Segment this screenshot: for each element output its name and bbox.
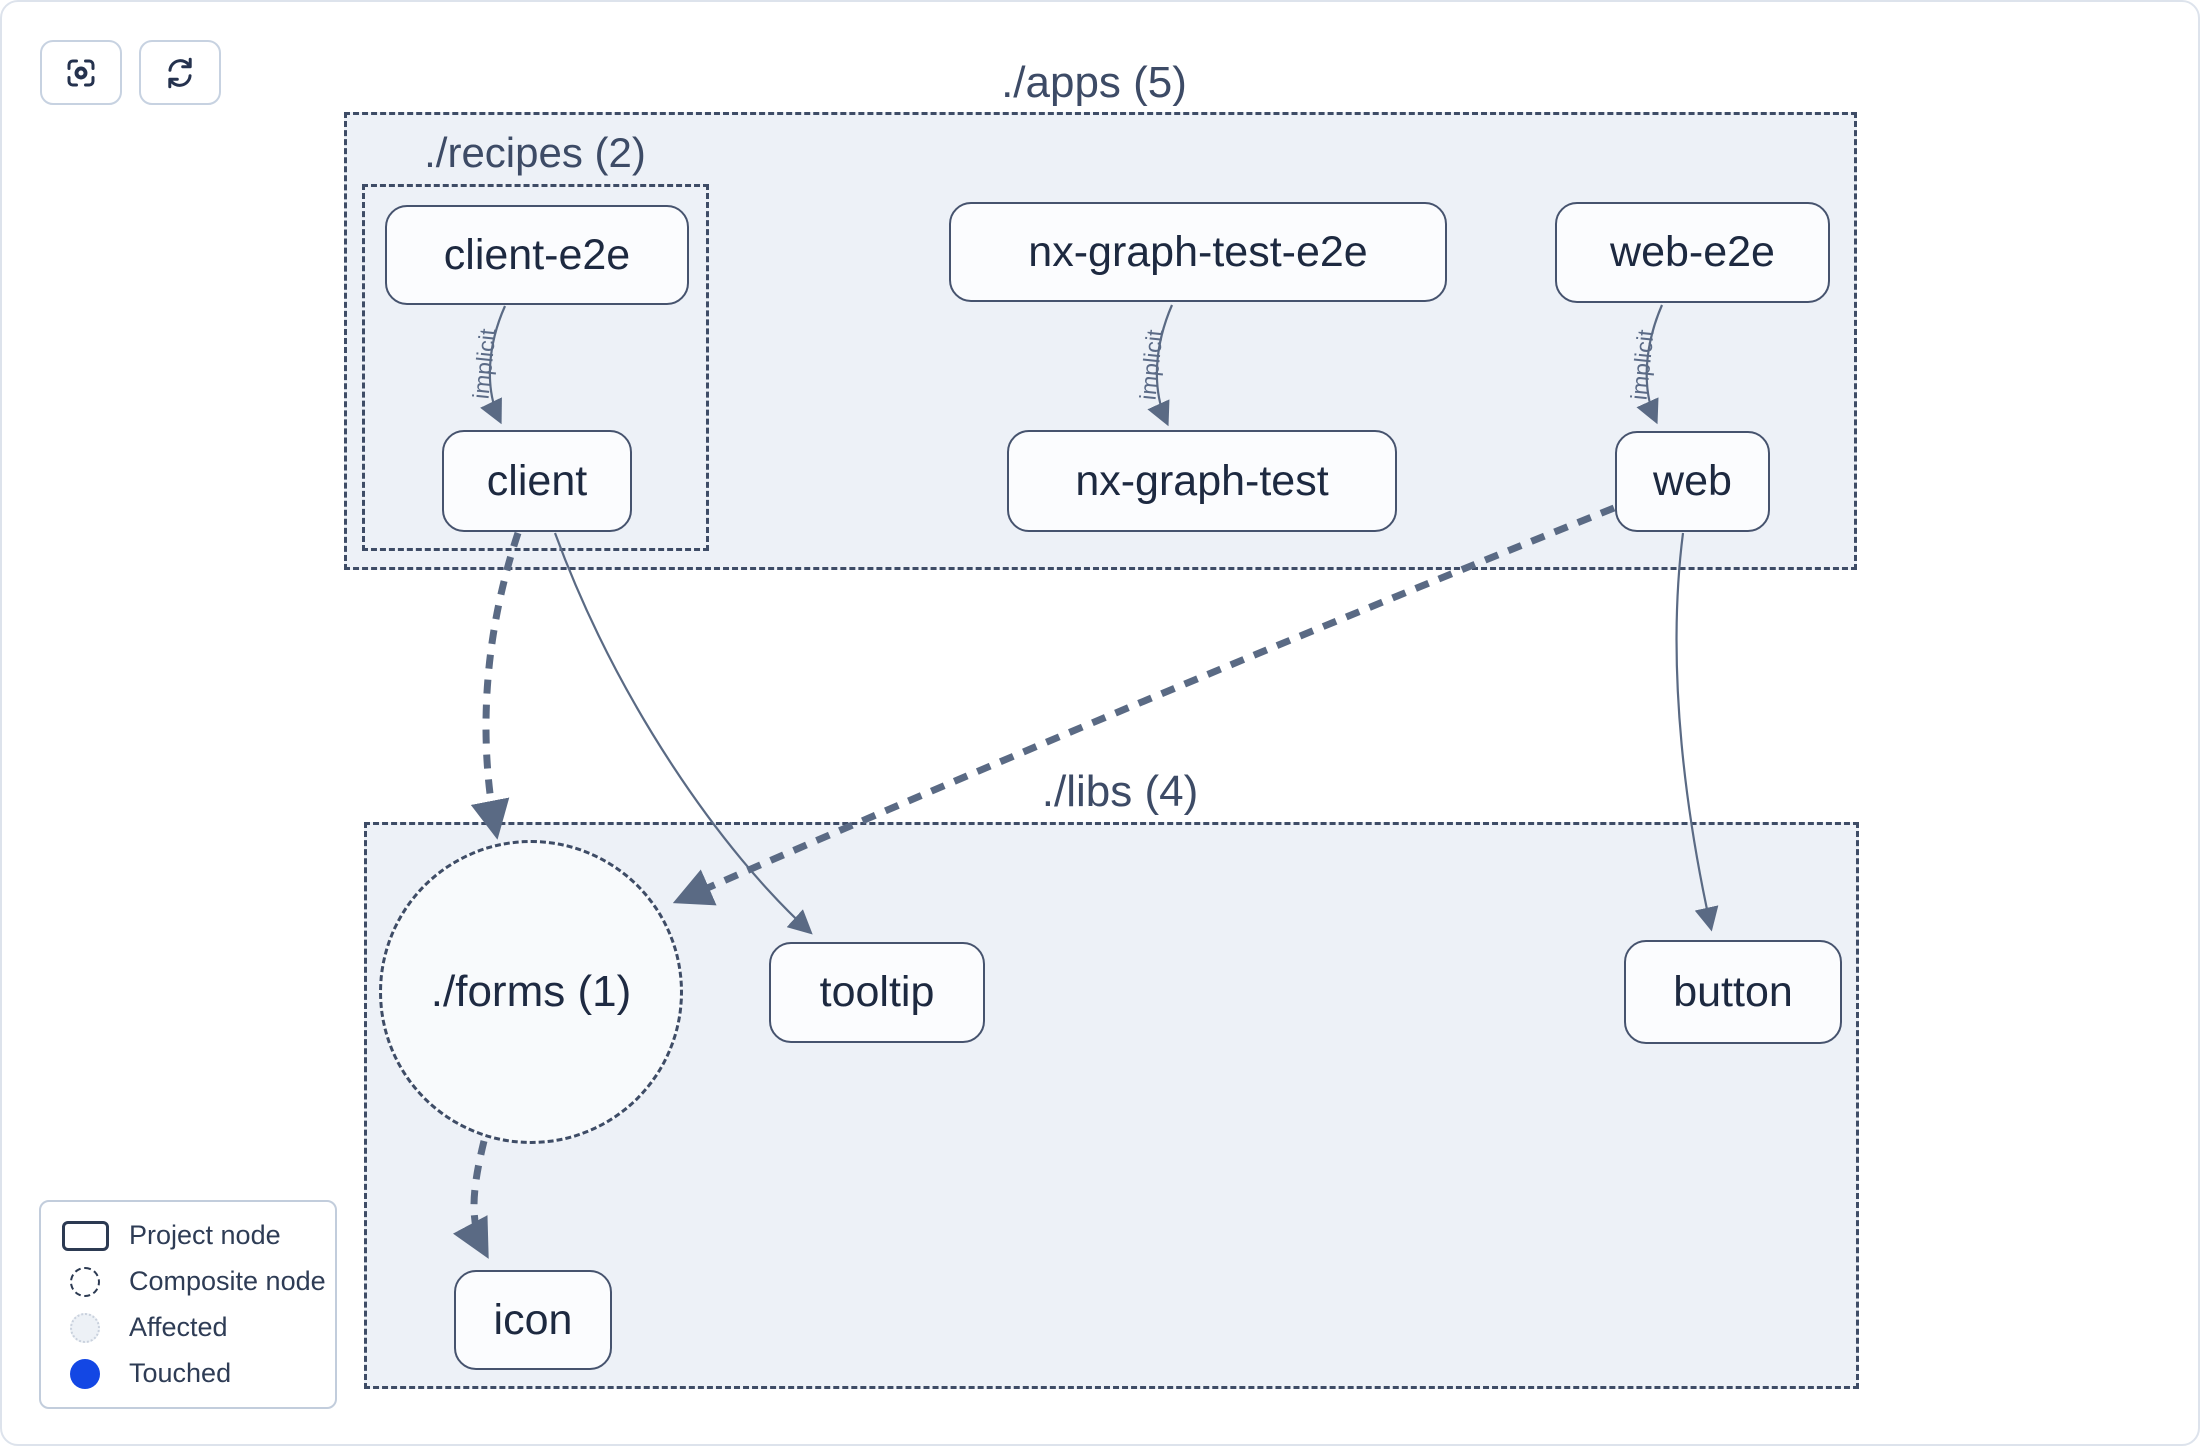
project-node-swatch-icon (61, 1220, 109, 1251)
touched-swatch-icon (70, 1358, 100, 1389)
affected-swatch-icon (70, 1312, 100, 1343)
legend-row-project-node: Project node (41, 1213, 335, 1259)
group-libs-label[interactable]: ./libs (4) (1041, 767, 1199, 816)
node-icon[interactable]: icon (454, 1270, 612, 1370)
refresh-button[interactable] (139, 40, 221, 105)
group-recipes-label[interactable]: ./recipes (2) (424, 129, 646, 176)
edge-client-to-forms (470, 531, 522, 840)
legend: Project node Composite node Affected Tou… (39, 1200, 337, 1409)
node-tooltip[interactable]: tooltip (769, 942, 985, 1043)
node-web[interactable]: web (1615, 431, 1770, 532)
focus-target-icon (63, 55, 99, 91)
node-client-e2e[interactable]: client-e2e (385, 205, 689, 305)
node-web-e2e[interactable]: web-e2e (1555, 202, 1830, 303)
group-recipes[interactable] (362, 184, 709, 551)
group-apps-label[interactable]: ./apps (5) (1001, 58, 1187, 107)
composite-node-swatch-icon (70, 1266, 100, 1297)
composite-node-forms[interactable]: ./forms (1) (379, 840, 683, 1144)
legend-label-touched: Touched (129, 1358, 232, 1388)
node-nx-graph-test[interactable]: nx-graph-test (1007, 430, 1397, 532)
legend-row-composite-node: Composite node (41, 1259, 335, 1305)
legend-row-touched: Touched (41, 1351, 335, 1397)
refresh-icon (162, 55, 198, 91)
node-client[interactable]: client (442, 430, 632, 532)
legend-row-affected: Affected (41, 1305, 335, 1351)
legend-label-affected: Affected (129, 1312, 228, 1342)
node-button[interactable]: button (1624, 940, 1842, 1044)
legend-label-composite-node: Composite node (129, 1266, 326, 1296)
node-nx-graph-test-e2e[interactable]: nx-graph-test-e2e (949, 202, 1447, 302)
reset-focus-button[interactable] (40, 40, 122, 105)
legend-label-project-node: Project node (129, 1220, 281, 1250)
